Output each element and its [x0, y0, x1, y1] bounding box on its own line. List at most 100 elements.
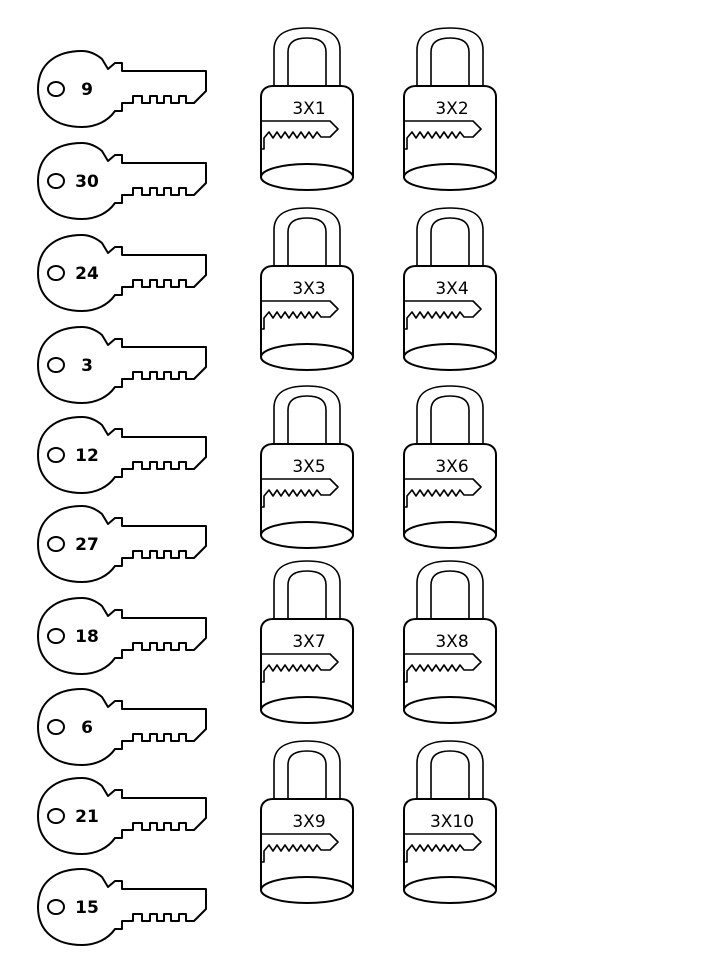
- key-hole: [47, 265, 65, 281]
- key-outline: [37, 234, 207, 312]
- lock-keyhole-slot: [260, 120, 339, 150]
- key-hole: [47, 899, 65, 915]
- key-item[interactable]: 12: [30, 411, 220, 499]
- lock-shackle-outer: [416, 385, 484, 456]
- lock-body-base: [403, 521, 497, 549]
- lock-keyhole-slot: [260, 478, 339, 508]
- lock-keyhole-slot: [403, 300, 482, 330]
- lock-body: [403, 798, 497, 891]
- lock-body: [260, 798, 354, 891]
- lock-shackle-inner: [287, 570, 327, 631]
- key-number: 21: [75, 807, 99, 827]
- lock-body: [260, 443, 354, 536]
- lock-label: 3X1: [292, 99, 325, 119]
- lock-keyhole-slot: [260, 833, 339, 863]
- key-item[interactable]: 30: [30, 137, 220, 225]
- lock-body: [403, 85, 497, 178]
- key-outline: [37, 868, 207, 946]
- lock-body: [403, 618, 497, 711]
- key-outline: [37, 142, 207, 220]
- lock-shackle-inner: [287, 395, 327, 456]
- lock-keyhole-slot: [403, 120, 482, 150]
- key-item[interactable]: 24: [30, 229, 220, 317]
- lock-shackle-outer: [273, 740, 341, 811]
- lock-shackle-outer: [416, 27, 484, 98]
- lock-label: 3X6: [435, 457, 468, 477]
- lock-shackle-outer: [416, 740, 484, 811]
- lock-item[interactable]: 3X8: [400, 558, 510, 730]
- key-number: 9: [81, 80, 93, 100]
- lock-body-base: [260, 343, 354, 371]
- lock-label: 3X4: [435, 279, 468, 299]
- lock-item[interactable]: 3X3: [257, 205, 367, 377]
- lock-label: 3X5: [292, 457, 325, 477]
- lock-label: 3X7: [292, 632, 325, 652]
- key-outline: [37, 326, 207, 404]
- lock-label: 3X9: [292, 812, 325, 832]
- lock-body-base: [403, 876, 497, 904]
- key-hole: [47, 81, 65, 97]
- key-outline: [37, 597, 207, 675]
- key-hole: [47, 719, 65, 735]
- lock-item[interactable]: 3X1: [257, 25, 367, 197]
- lock-label: 3X2: [435, 99, 468, 119]
- key-number: 30: [75, 172, 99, 192]
- lock-keyhole-slot: [403, 478, 482, 508]
- lock-keyhole-slot: [403, 833, 482, 863]
- lock-shackle-inner: [287, 37, 327, 98]
- lock-item[interactable]: 3X9: [257, 738, 367, 910]
- lock-item[interactable]: 3X6: [400, 383, 510, 555]
- key-number: 6: [81, 718, 93, 738]
- lock-shackle-outer: [273, 207, 341, 278]
- key-hole: [47, 808, 65, 824]
- lock-item[interactable]: 3X5: [257, 383, 367, 555]
- lock-shackle-inner: [287, 750, 327, 811]
- key-outline: [37, 688, 207, 766]
- lock-item[interactable]: 3X7: [257, 558, 367, 730]
- locks-area: 3X1 3X2 3X3 3X4 3X5 3X6 3X7 3X8 3X9 3X10: [245, 0, 720, 960]
- lock-body-base: [260, 696, 354, 724]
- key-item[interactable]: 27: [30, 500, 220, 588]
- key-item[interactable]: 18: [30, 592, 220, 680]
- lock-shackle-outer: [273, 27, 341, 98]
- key-item[interactable]: 21: [30, 772, 220, 860]
- key-hole: [47, 628, 65, 644]
- key-hole: [47, 536, 65, 552]
- lock-shackle-outer: [273, 560, 341, 631]
- lock-body-base: [260, 163, 354, 191]
- lock-keyhole-slot: [260, 300, 339, 330]
- key-outline: [37, 505, 207, 583]
- key-hole: [47, 447, 65, 463]
- lock-label: 3X8: [435, 632, 468, 652]
- lock-shackle-outer: [416, 207, 484, 278]
- lock-keyhole-slot: [260, 653, 339, 683]
- lock-body: [260, 265, 354, 358]
- lock-shackle-inner: [430, 395, 470, 456]
- lock-item[interactable]: 3X10: [400, 738, 510, 910]
- key-item[interactable]: 3: [30, 321, 220, 409]
- lock-body-base: [260, 521, 354, 549]
- lock-body: [403, 443, 497, 536]
- lock-item[interactable]: 3X2: [400, 25, 510, 197]
- key-number: 15: [75, 898, 99, 918]
- key-hole: [47, 357, 65, 373]
- lock-body-base: [260, 876, 354, 904]
- key-number: 24: [75, 264, 99, 284]
- key-number: 27: [75, 535, 99, 555]
- lock-body: [403, 265, 497, 358]
- key-item[interactable]: 6: [30, 683, 220, 771]
- lock-item[interactable]: 3X4: [400, 205, 510, 377]
- key-number: 18: [75, 627, 99, 647]
- lock-shackle-inner: [430, 570, 470, 631]
- key-outline: [37, 416, 207, 494]
- key-number: 3: [81, 356, 93, 376]
- keys-column: 9 30 24 3 12 27 18 6 21 15: [0, 0, 250, 960]
- lock-label: 3X3: [292, 279, 325, 299]
- key-item[interactable]: 9: [30, 45, 220, 133]
- lock-shackle-inner: [430, 37, 470, 98]
- lock-body-base: [403, 163, 497, 191]
- key-item[interactable]: 15: [30, 863, 220, 951]
- key-outline: [37, 777, 207, 855]
- lock-body: [260, 618, 354, 711]
